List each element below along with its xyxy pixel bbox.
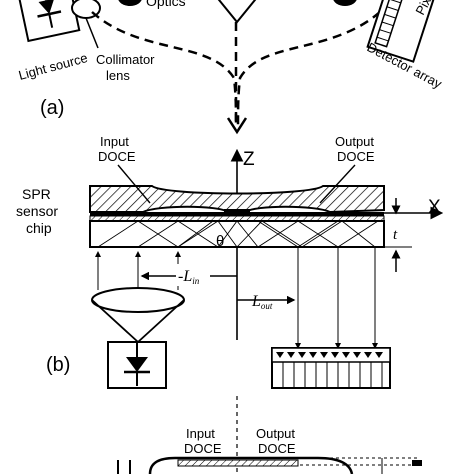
- light-source-box-b: [107, 341, 167, 389]
- l-in-label-bg: [176, 264, 210, 286]
- light-source-label: Light source: [17, 50, 89, 83]
- sensor-chip-body: [89, 220, 385, 248]
- l-in-label: -Lin: [178, 268, 200, 286]
- input-doce-label-line1: Input: [100, 134, 129, 149]
- output-doce-label-line1: Output: [335, 134, 374, 149]
- collimator-lens-label-line1: Collimator: [96, 52, 155, 67]
- optics-label: Optics: [146, 0, 186, 9]
- thickness-marker: [384, 198, 412, 272]
- input-doce-label-line2: DOCE: [98, 149, 136, 164]
- thickness-label: t: [393, 227, 398, 243]
- chip-top-layer: [90, 212, 384, 216]
- light-source-box: [16, 0, 81, 43]
- theta-label: θ: [216, 233, 224, 250]
- collimator-lens-label-line2: lens: [106, 68, 130, 83]
- input-vertical-rays: [95, 251, 181, 290]
- converging-dashed-arrows: [91, 11, 381, 126]
- doce-substrate-hatched: [89, 185, 385, 214]
- bottom-output-doce-line1: Output: [256, 426, 295, 441]
- bottom-input-doce-line1: Input: [186, 426, 215, 441]
- detector-array-b: [271, 347, 391, 389]
- collimator-lens-b: [91, 287, 185, 343]
- bottom-input-doce-line2: DOCE: [184, 441, 222, 456]
- spr-label-line2: sensor: [16, 203, 58, 219]
- z-axis-label: Z: [243, 149, 255, 170]
- bottom-output-doce-line2: DOCE: [258, 441, 296, 456]
- panel-b-label: (b): [46, 354, 70, 376]
- output-doce-pointer: [319, 164, 356, 204]
- detector-array-box: [366, 0, 435, 63]
- panel-a-label: (a): [40, 97, 64, 119]
- l-out-label: Lout: [251, 293, 273, 311]
- spr-label-line1: SPR: [22, 186, 51, 202]
- input-doce-pointer: [117, 164, 151, 204]
- spr-label-line3: chip: [26, 220, 52, 236]
- output-doce-label-line2: DOCE: [337, 149, 375, 164]
- bottom-waveguide-sketch: [117, 456, 422, 474]
- x-axis-label: X: [428, 197, 441, 218]
- output-vertical-rays: [295, 247, 378, 349]
